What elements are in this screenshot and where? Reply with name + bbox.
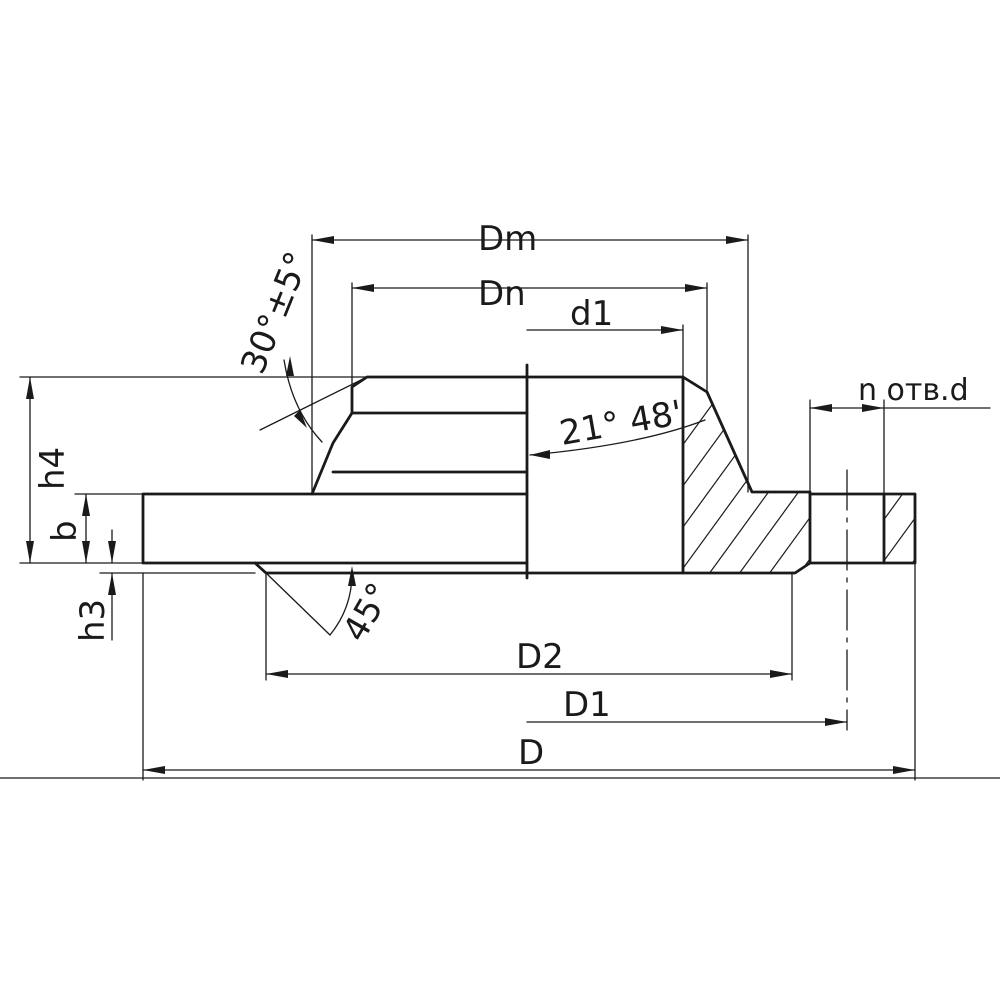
label-h3: h3	[73, 599, 113, 642]
extension-lines	[19, 234, 916, 781]
label-h4: h4	[33, 447, 73, 490]
dimension-labels: Dm Dn d1 n отв.d 21° 48' 30°±5° h4 b h3 …	[33, 219, 969, 773]
label-d1: d1	[570, 294, 613, 334]
dimension-lines	[26, 236, 991, 774]
label-D: D	[518, 733, 544, 773]
label-angle-top: 30°±5°	[233, 246, 318, 379]
label-angle-bore: 21° 48'	[557, 393, 686, 454]
rim-hatch	[884, 494, 915, 563]
label-D1: D1	[563, 685, 611, 725]
label-n-holes: n отв.d	[858, 373, 969, 408]
flange-outline	[141, 363, 917, 731]
label-angle-bottom: 45°	[335, 576, 400, 648]
label-D2: D2	[516, 637, 564, 677]
label-Dm: Dm	[478, 219, 537, 259]
label-Dn: Dn	[478, 274, 526, 314]
label-b: b	[45, 520, 85, 542]
